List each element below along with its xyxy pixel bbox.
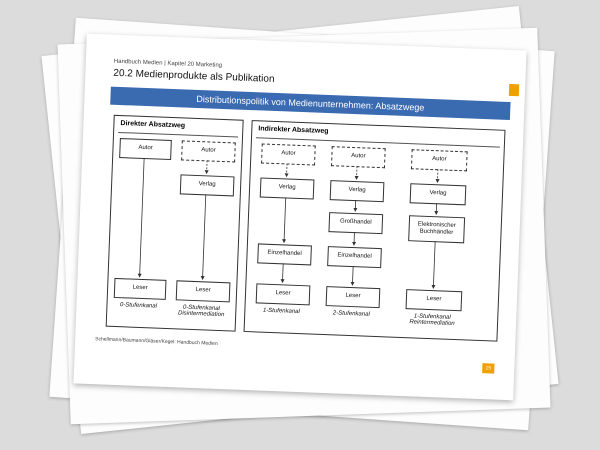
diagram-banner: Distributionspolitik von Medienunternehm… <box>110 86 511 120</box>
footer-citation: Schellmann/Baumann/Gläser/Kegel: Handbuc… <box>95 336 218 347</box>
accent-marker <box>508 83 520 97</box>
page-number: 15 <box>482 363 495 374</box>
breadcrumb: Handbuch Medien | Kapitel 20 Marketing <box>113 58 223 69</box>
panel-direct: Direkter Absatzweg Autor Leser 0-Stufenk… <box>105 114 244 332</box>
page-title: 20.2 Medienprodukte als Publikation <box>113 67 275 85</box>
indirect-arrows <box>280 163 440 289</box>
slide: Handbuch Medien | Kapitel 20 Marketing 2… <box>73 33 527 401</box>
panel-indirect: Indirekter Absatzweg Autor Verlag Einzel… <box>243 120 506 342</box>
direct-arrows <box>137 157 209 281</box>
